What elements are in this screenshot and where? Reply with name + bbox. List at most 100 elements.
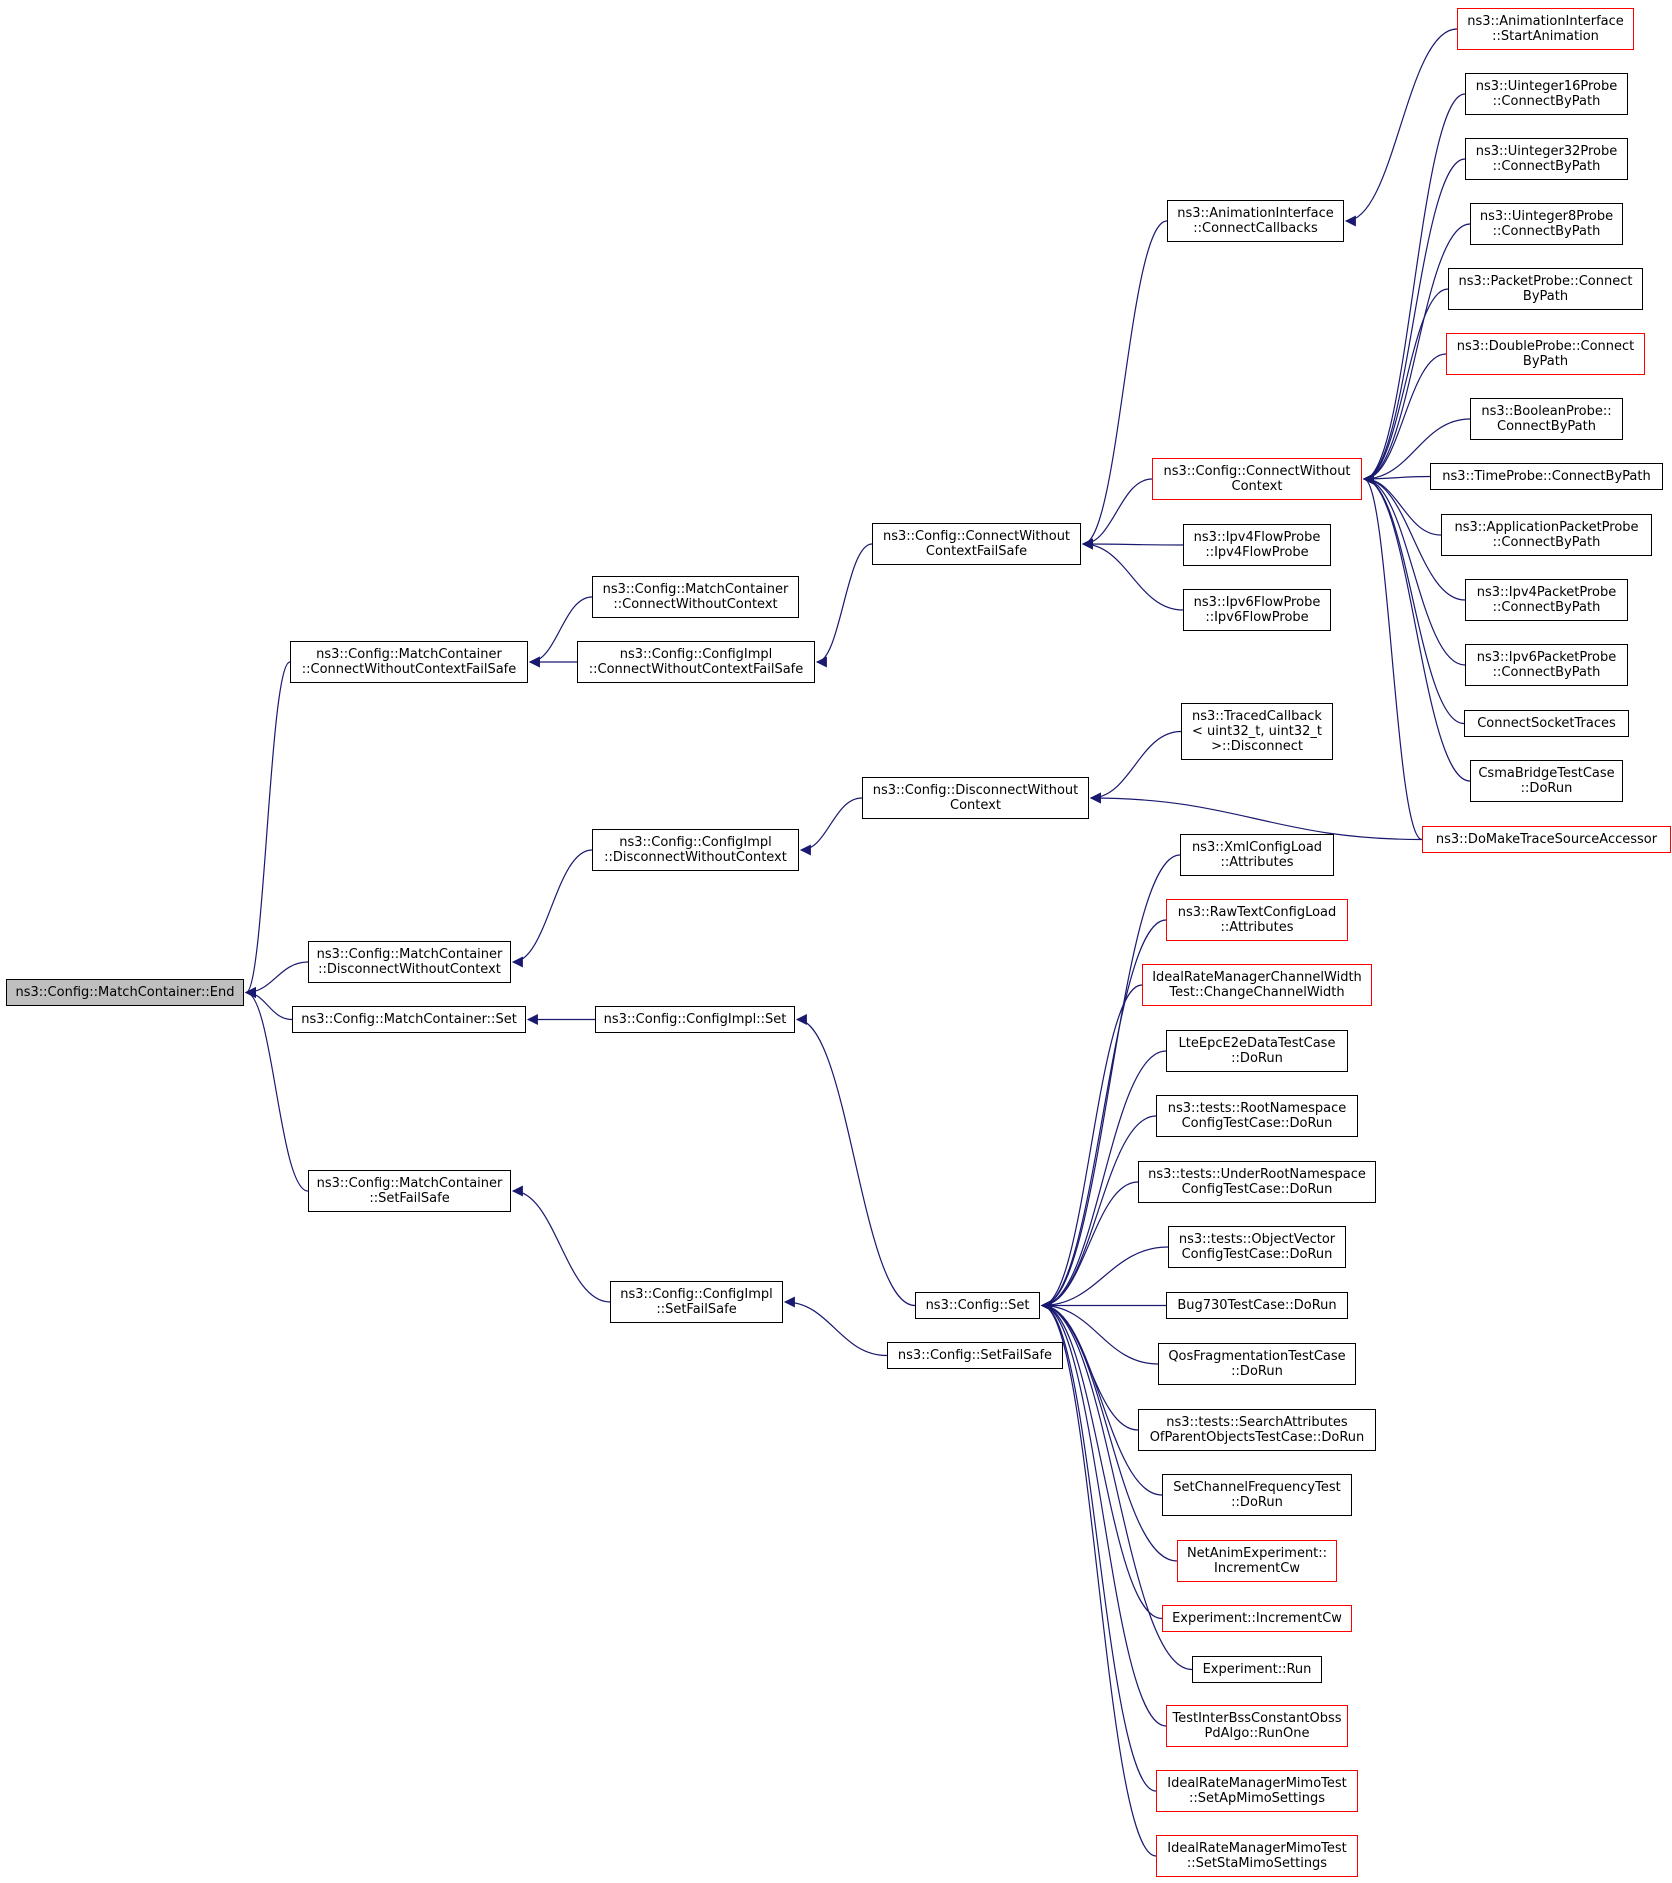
node-u8[interactable]: ns3::Uinteger8Probe::ConnectByPath [1470,203,1623,245]
node-label-line: ::ConnectWithoutContextFailSafe [588,662,804,677]
node-raw[interactable]: ns3::RawTextConfigLoad::Attributes [1166,899,1348,941]
node-c-set[interactable]: ns3::Config::Set [915,1292,1040,1319]
node-mc-cwcfs[interactable]: ns3::Config::MatchContainer::ConnectWith… [290,641,528,683]
node-label-line: Experiment::Run [1202,1662,1312,1677]
node-label-line: ::StartAnimation [1492,29,1599,44]
edge-c-cwc-to-ipv6pp [1362,473,1466,666]
node-label-line: >::Disconnect [1211,739,1303,754]
node-label-line: ns3::Config::MatchContainer [316,647,502,662]
node-label-line: ns3::Ipv6PacketProbe [1476,650,1617,665]
node-ci-cwcfs[interactable]: ns3::Config::ConfigImpl::ConnectWithoutC… [577,641,815,683]
node-cst[interactable]: ConnectSocketTraces [1464,710,1629,737]
node-label-line: ::SetStaMimoSettings [1186,1856,1328,1871]
edge-ci-cwcfs-to-c-cwcfs [815,543,873,668]
node-label-line: ns3::Config::DisconnectWithout [872,783,1079,798]
node-label-line: ::DoRun [1231,1364,1283,1379]
node-mc-sfs[interactable]: ns3::Config::MatchContainer::SetFailSafe [308,1170,511,1212]
node-label-line: ns3::Uinteger8Probe [1479,209,1614,224]
node-label-line: CsmaBridgeTestCase [1478,766,1615,781]
node-ai-sa[interactable]: ns3::AnimationInterface::StartAnimation [1457,8,1634,50]
node-mc-cwc[interactable]: ns3::Config::MatchContainer::ConnectWith… [592,576,799,618]
node-ci-set[interactable]: ns3::Config::ConfigImpl::Set [595,1006,795,1033]
node-netanim[interactable]: NetAnimExperiment::IncrementCw [1177,1540,1337,1582]
node-expinc[interactable]: Experiment::IncrementCw [1162,1605,1352,1632]
node-label-line: IdealRateManagerMimoTest [1167,1841,1347,1856]
node-bug730[interactable]: Bug730TestCase::DoRun [1166,1292,1348,1319]
node-ci-sfs[interactable]: ns3::Config::ConfigImpl::SetFailSafe [610,1281,783,1323]
edge-c-cwc-to-u16 [1362,93,1466,485]
node-label-line: ::ConnectByPath [1492,535,1601,550]
edge-c-cwc-to-dbl [1362,353,1447,485]
node-label-line: Context [1231,479,1283,494]
node-label-line: ::ConnectCallbacks [1193,221,1318,236]
node-label-line: ns3::AnimationInterface [1177,206,1334,221]
node-label-line: Experiment::IncrementCw [1172,1611,1342,1626]
node-label-line: IncrementCw [1214,1561,1300,1576]
node-label-line: ns3::Config::ConfigImpl::Set [603,1012,787,1027]
node-time[interactable]: ns3::TimeProbe::ConnectByPath [1430,463,1663,490]
node-qos[interactable]: QosFragmentationTestCase::DoRun [1158,1343,1356,1385]
node-bool[interactable]: ns3::BooleanProbe::ConnectByPath [1470,398,1623,440]
node-label-line: ::Attributes [1220,855,1294,870]
node-label-line: IdealRateManagerChannelWidth [1152,970,1362,985]
node-label-line: ::DisconnectWithoutContext [604,850,787,865]
node-label-line: ns3::Config::ConnectWithout [1163,464,1351,479]
node-ipv6fp[interactable]: ns3::Ipv6FlowProbe::Ipv6FlowProbe [1183,589,1331,631]
node-label-line: ns3::Config::MatchContainer::Set [301,1012,517,1027]
node-scft[interactable]: SetChannelFrequencyTest::DoRun [1162,1474,1352,1516]
edge-c-set-to-netanim [1040,1300,1178,1562]
node-ipv4pp[interactable]: ns3::Ipv4PacketProbe::ConnectByPath [1465,579,1628,621]
node-ipv6pp[interactable]: ns3::Ipv6PacketProbe::ConnectByPath [1465,644,1628,686]
node-irmsta[interactable]: IdealRateManagerMimoTest::SetStaMimoSett… [1156,1835,1358,1877]
node-label-line: ByPath [1522,289,1569,304]
node-label-line: ::DisconnectWithoutContext [318,962,501,977]
edge-c-set-to-irmap [1040,1300,1157,1792]
node-ai-cc[interactable]: ns3::AnimationInterface::ConnectCallback… [1167,200,1344,242]
node-label-line: ns3::Config::Set [925,1298,1030,1313]
edge-ci-sfs-to-c-sfs [783,1296,888,1357]
node-label-line: ns3::ApplicationPacketProbe [1454,520,1639,535]
node-tcb[interactable]: ns3::TracedCallback< uint32_t, uint32_t>… [1181,703,1333,760]
node-c-sfs[interactable]: ns3::Config::SetFailSafe [887,1342,1063,1369]
node-ipv4fp[interactable]: ns3::Ipv4FlowProbe::Ipv4FlowProbe [1183,524,1331,566]
edge-root-to-mc-cwcfs [244,661,291,998]
edge-ci-dwc-to-c-dwc [799,797,863,856]
node-domake[interactable]: ns3::DoMakeTraceSourceAccessor [1422,826,1671,853]
node-label-line: ns3::DoMakeTraceSourceAccessor [1435,832,1658,847]
edge-c-set-to-raw [1040,919,1167,1311]
node-label-line: ns3::Ipv4FlowProbe [1193,530,1321,545]
edge-c-cwc-to-ipv4pp [1362,473,1466,601]
node-lte[interactable]: LteEpcE2eDataTestCase::DoRun [1166,1030,1348,1072]
edge-ci-set-to-c-set [795,1014,916,1307]
node-u32[interactable]: ns3::Uinteger32Probe::ConnectByPath [1465,138,1628,180]
edge-root-to-mc-dwc [244,961,309,998]
edge-c-set-to-exprun [1040,1300,1193,1671]
node-app[interactable]: ns3::ApplicationPacketProbe::ConnectByPa… [1441,514,1652,556]
node-mc-set[interactable]: ns3::Config::MatchContainer::Set [292,1006,526,1033]
node-exprun[interactable]: Experiment::Run [1192,1656,1322,1683]
node-u16[interactable]: ns3::Uinteger16Probe::ConnectByPath [1465,73,1628,115]
node-label-line: ::ConnectByPath [1492,94,1601,109]
node-irmap[interactable]: IdealRateManagerMimoTest::SetApMimoSetti… [1156,1770,1358,1812]
node-mc-dwc[interactable]: ns3::Config::MatchContainer::DisconnectW… [308,941,511,983]
edge-c-dwc-to-domake [1089,792,1423,841]
edge-c-cwc-to-pkt [1362,288,1449,485]
edge-c-cwc-to-u32 [1362,158,1466,485]
node-ci-dwc[interactable]: ns3::Config::ConfigImpl::DisconnectWitho… [592,829,799,871]
node-csma[interactable]: CsmaBridgeTestCase::DoRun [1470,760,1623,802]
node-label-line: ConnectByPath [1497,419,1596,434]
node-label-line: ns3::BooleanProbe:: [1481,404,1612,419]
node-xml[interactable]: ns3::XmlConfigLoad::Attributes [1180,834,1334,876]
